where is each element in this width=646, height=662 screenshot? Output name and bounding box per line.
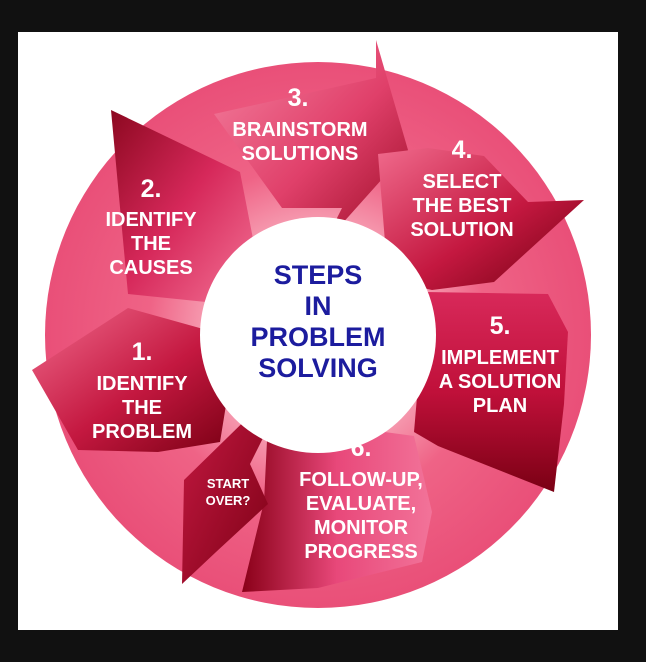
step-4-line: SOLUTION	[410, 219, 513, 241]
svg-text:A SOLUTION: A SOLUTION	[439, 371, 562, 393]
svg-text:5.: 5.	[490, 312, 511, 340]
svg-text:THE: THE	[131, 233, 171, 255]
step-1-arrow	[32, 308, 232, 452]
center-title-line: IN	[305, 291, 332, 321]
step-5-label: 5. IMPLEMENT A SOLUTION PLAN	[439, 312, 562, 417]
step-3-line: BRAINSTORM	[232, 119, 367, 141]
svg-text:START: START	[207, 476, 249, 491]
center-hub	[200, 217, 436, 453]
step-6-arrow	[242, 420, 432, 592]
step-3-arrow	[214, 40, 408, 244]
svg-text:IDENTIFY: IDENTIFY	[105, 209, 197, 231]
start-over-label: START OVER?	[206, 476, 251, 508]
step-1-label: 1. IDENTIFY THE PROBLEM	[92, 338, 192, 443]
svg-text:IMPLEMENT: IMPLEMENT	[441, 347, 559, 369]
center-title-line: SOLVING	[258, 353, 378, 383]
step-6-number: 6.	[351, 434, 372, 462]
problem-solving-cycle-diagram: STEPS IN PROBLEM SOLVING 1. IDENTIFY THE…	[32, 40, 591, 608]
center-title-line: STEPS	[274, 260, 363, 290]
step-1-number: 1.	[132, 338, 153, 366]
diagram-frame: STEPS IN PROBLEM SOLVING 1. IDENTIFY THE…	[18, 32, 618, 630]
svg-text:SOLUTION: SOLUTION	[410, 219, 513, 241]
svg-text:IDENTIFY: IDENTIFY	[96, 373, 188, 395]
step-3-number: 3.	[288, 84, 309, 112]
svg-text:SOLVING: SOLVING	[258, 353, 378, 383]
svg-text:1.: 1.	[132, 338, 153, 366]
step-6-line: PROGRESS	[304, 541, 417, 563]
step-4-arrow	[378, 148, 584, 290]
step-5-line: A SOLUTION	[439, 371, 562, 393]
step-4-line: SELECT	[423, 171, 502, 193]
step-4-label: 4. SELECT THE BEST SOLUTION	[410, 136, 513, 241]
svg-text:PLAN: PLAN	[473, 395, 527, 417]
step-5-number: 5.	[490, 312, 511, 340]
step-2-line: IDENTIFY	[105, 209, 197, 231]
svg-text:2.: 2.	[141, 175, 162, 203]
step-6-line: FOLLOW-UP,	[299, 469, 423, 491]
svg-text:MONITOR: MONITOR	[314, 517, 409, 539]
svg-text:IN: IN	[305, 291, 332, 321]
start-over-line: START	[207, 476, 249, 491]
step-6-line: EVALUATE,	[306, 493, 416, 515]
svg-text:SOLUTIONS: SOLUTIONS	[242, 143, 359, 165]
svg-text:6.: 6.	[351, 434, 372, 462]
svg-text:3.: 3.	[288, 84, 309, 112]
step-2-number: 2.	[141, 175, 162, 203]
step-2-line: CAUSES	[109, 257, 192, 279]
svg-text:OVER?: OVER?	[206, 493, 251, 508]
step-2-label: 2. IDENTIFY THE CAUSES	[105, 175, 197, 279]
step-5-line: IMPLEMENT	[441, 347, 559, 369]
step-3-line: SOLUTIONS	[242, 143, 359, 165]
step-6-line: MONITOR	[314, 517, 409, 539]
svg-text:PROGRESS: PROGRESS	[304, 541, 417, 563]
svg-text:THE: THE	[122, 397, 162, 419]
svg-text:PROBLEM: PROBLEM	[251, 322, 386, 352]
svg-text:CAUSES: CAUSES	[109, 257, 192, 279]
step-1-line: PROBLEM	[92, 421, 192, 443]
center-title-line: PROBLEM	[251, 322, 386, 352]
step-5-arrow	[414, 292, 568, 492]
step-1-line: IDENTIFY	[96, 373, 188, 395]
step-4-number: 4.	[452, 136, 473, 164]
svg-text:PROBLEM: PROBLEM	[92, 421, 192, 443]
svg-text:4.: 4.	[452, 136, 473, 164]
svg-text:THE BEST: THE BEST	[413, 195, 512, 217]
step-3-label: 3. BRAINSTORM SOLUTIONS	[232, 84, 367, 165]
svg-text:STEPS: STEPS	[274, 260, 363, 290]
step-4-line: THE BEST	[413, 195, 512, 217]
step-2-arrow	[111, 110, 254, 302]
step-6-label: 6. FOLLOW-UP, EVALUATE, MONITOR PROGRESS	[299, 434, 423, 563]
start-over-line: OVER?	[206, 493, 251, 508]
svg-text:EVALUATE,: EVALUATE,	[306, 493, 416, 515]
step-5-line: PLAN	[473, 395, 527, 417]
step-1-line: THE	[122, 397, 162, 419]
center-title: STEPS IN PROBLEM SOLVING	[251, 260, 386, 383]
step-2-line: THE	[131, 233, 171, 255]
svg-text:SELECT: SELECT	[423, 171, 502, 193]
start-over-arrow	[182, 392, 274, 584]
svg-text:FOLLOW-UP,: FOLLOW-UP,	[299, 469, 423, 491]
svg-text:BRAINSTORM: BRAINSTORM	[232, 119, 367, 141]
